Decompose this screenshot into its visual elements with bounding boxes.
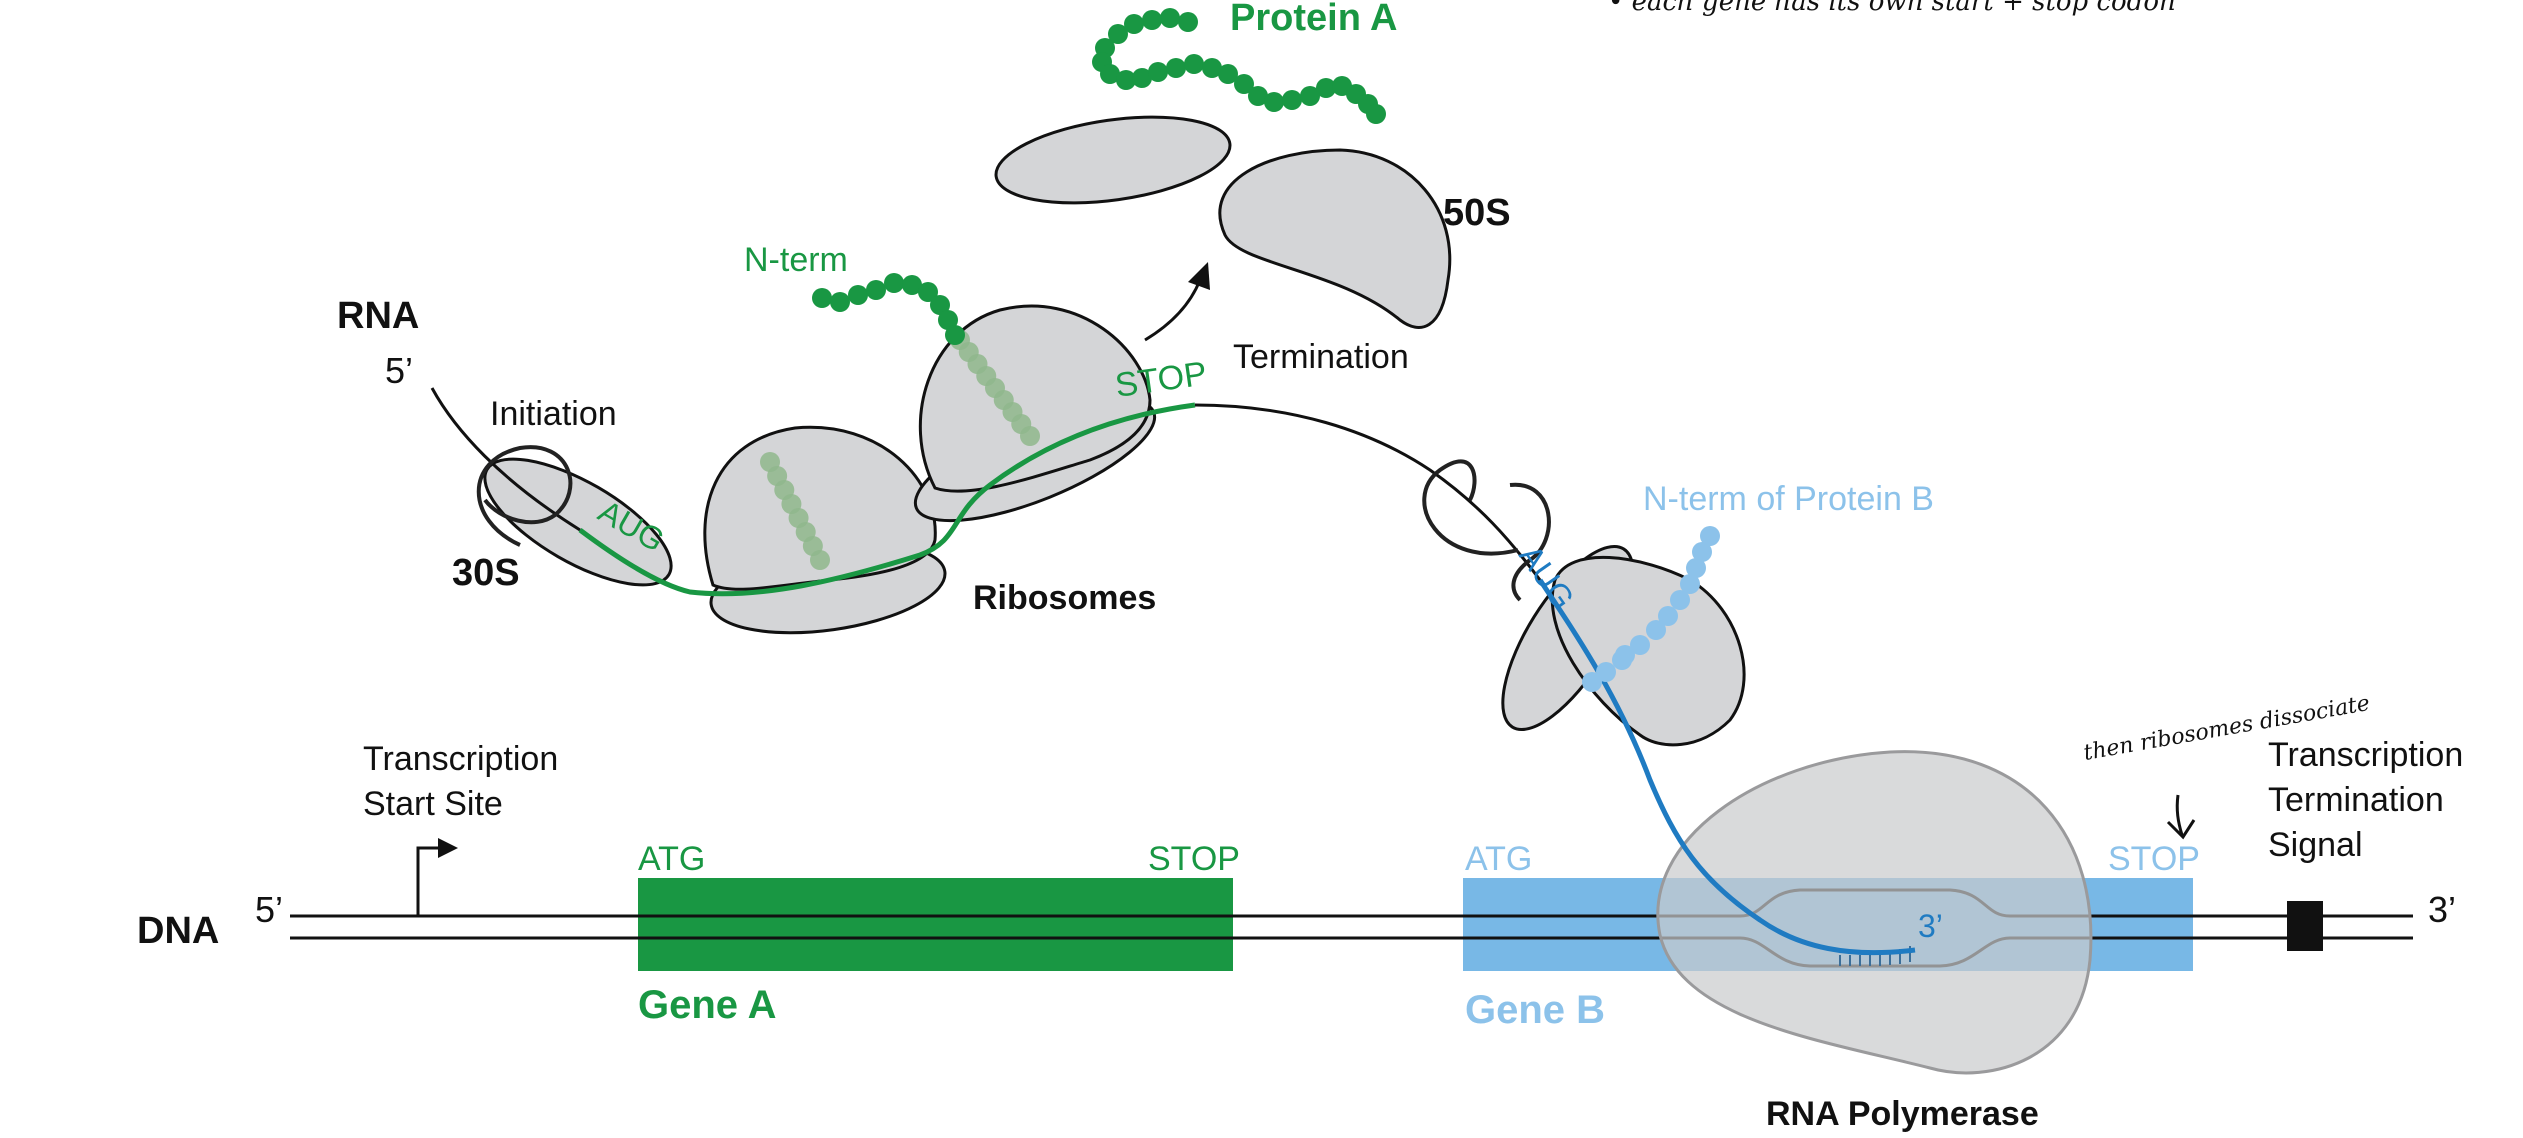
amino-acid-bead — [830, 292, 850, 312]
amino-acid-bead — [1366, 104, 1386, 124]
amino-acid-bead — [848, 285, 868, 305]
amino-acid-bead — [1582, 672, 1602, 692]
tts-label-line1: Transcription — [2268, 736, 2463, 774]
amino-acid-bead — [930, 295, 950, 315]
dna-label: DNA — [137, 910, 219, 952]
amino-acid-bead — [1300, 86, 1320, 106]
rna-3prime-label: 3’ — [1918, 908, 1943, 944]
amino-acid-bead — [1184, 54, 1204, 74]
tts-label-line2: Termination — [2268, 781, 2444, 819]
amino-acid-bead — [1142, 10, 1162, 30]
rna-5prime-label: 5’ — [385, 350, 413, 391]
amino-acid-bead — [1670, 590, 1690, 610]
gene-b-initiation-loop — [1422, 459, 1551, 602]
amino-acid-bead — [1282, 90, 1302, 110]
ribosomes-label: Ribosomes — [973, 579, 1156, 617]
protein-a-chain — [1092, 8, 1386, 124]
protein-b-chain — [1582, 526, 1720, 692]
n-term-b-label: N-term of Protein B — [1643, 480, 1934, 518]
gene-a-label: Gene A — [638, 983, 777, 1027]
amino-acid-bead — [1166, 58, 1186, 78]
transcription-start-arrow — [416, 838, 458, 916]
tts-label-line3: Signal — [2268, 826, 2363, 864]
gene-a-stop-codon: STOP — [1148, 840, 1240, 878]
amino-acid-bead — [918, 282, 938, 302]
amino-acid-bead — [1116, 70, 1136, 90]
initiation-loop — [476, 445, 573, 547]
mrna-intergenic-segment — [1194, 403, 1542, 581]
protein-a-label: Protein A — [1230, 0, 1398, 39]
released-30s-subunit — [994, 115, 1232, 205]
dna-3prime-label: 3’ — [2428, 889, 2456, 930]
gene-a-block — [638, 878, 1233, 971]
amino-acid-bead — [1020, 426, 1040, 446]
tss-label-line2: Start Site — [363, 785, 503, 823]
tss-label-line1: Transcription — [363, 740, 558, 778]
amino-acid-bead — [1264, 92, 1284, 112]
amino-acid-bead — [1202, 58, 1222, 78]
released-50s-subunit — [1218, 148, 1452, 329]
amino-acid-bead — [1700, 526, 1720, 546]
gene-b-label: Gene B — [1465, 988, 1605, 1032]
mrna-gene-b-segment — [1537, 578, 1916, 956]
amino-acid-bead — [1218, 64, 1238, 84]
amino-acid-bead — [1646, 620, 1666, 640]
nascent-chain-ribosome-2 — [950, 330, 1040, 446]
amino-acid-bead — [1234, 74, 1254, 94]
amino-acid-bead — [1100, 64, 1120, 84]
termination-signal-block — [2287, 901, 2323, 951]
rna-polymerase-label: RNA Polymerase — [1766, 1095, 2039, 1133]
amino-acid-bead — [1615, 645, 1635, 665]
amino-acid-bead — [1316, 78, 1336, 98]
amino-acid-bead — [902, 275, 922, 295]
termination-arrow — [1144, 262, 1210, 342]
amino-acid-bead — [810, 550, 830, 570]
termination-label: Termination — [1233, 338, 1409, 376]
gene-b-start-codon: ATG — [1465, 840, 1532, 878]
initiation-label: Initiation — [490, 395, 617, 433]
amino-acid-bead — [1658, 606, 1678, 626]
amino-acid-bead — [1686, 558, 1706, 578]
gene-a-start-codon: ATG — [638, 840, 705, 878]
amino-acid-bead — [938, 310, 958, 330]
amino-acid-bead — [1630, 635, 1650, 655]
amino-acid-bead — [1108, 24, 1128, 44]
amino-acid-bead — [1692, 542, 1712, 562]
dna-5prime-label: 5’ — [255, 889, 283, 930]
gene-b-stop-codon: STOP — [2108, 840, 2200, 878]
amino-acid-bead — [884, 273, 904, 293]
amino-acid-bead — [1132, 68, 1152, 88]
amino-acid-bead — [1248, 86, 1268, 106]
amino-acid-bead — [1160, 8, 1180, 28]
amino-acid-bead — [1124, 14, 1144, 34]
large-subunit-label: 50S — [1443, 192, 1511, 234]
amino-acid-bead — [1148, 62, 1168, 82]
handwritten-arrow — [2166, 794, 2196, 840]
handwritten-top-note: • each gene has its own start + stop cod… — [1608, 0, 2176, 17]
amino-acid-bead — [1596, 662, 1616, 682]
n-term-label: N-term — [744, 241, 848, 279]
amino-acid-bead — [1680, 574, 1700, 594]
small-subunit-label: 30S — [452, 552, 520, 594]
ribosome-b-large-subunit — [1550, 555, 1746, 747]
rna-polymerase-shape — [1656, 750, 2093, 1075]
amino-acid-bead — [1178, 12, 1198, 32]
amino-acid-bead — [812, 288, 832, 308]
n-term-chain — [812, 273, 965, 345]
mrna-gene-a-segment — [578, 402, 1196, 597]
rna-label: RNA — [337, 295, 419, 337]
amino-acid-bead — [866, 280, 886, 300]
mrna-5prime-tail — [430, 387, 581, 532]
nascent-chain-ribosome-1 — [760, 452, 830, 570]
amino-acid-bead — [945, 325, 965, 345]
